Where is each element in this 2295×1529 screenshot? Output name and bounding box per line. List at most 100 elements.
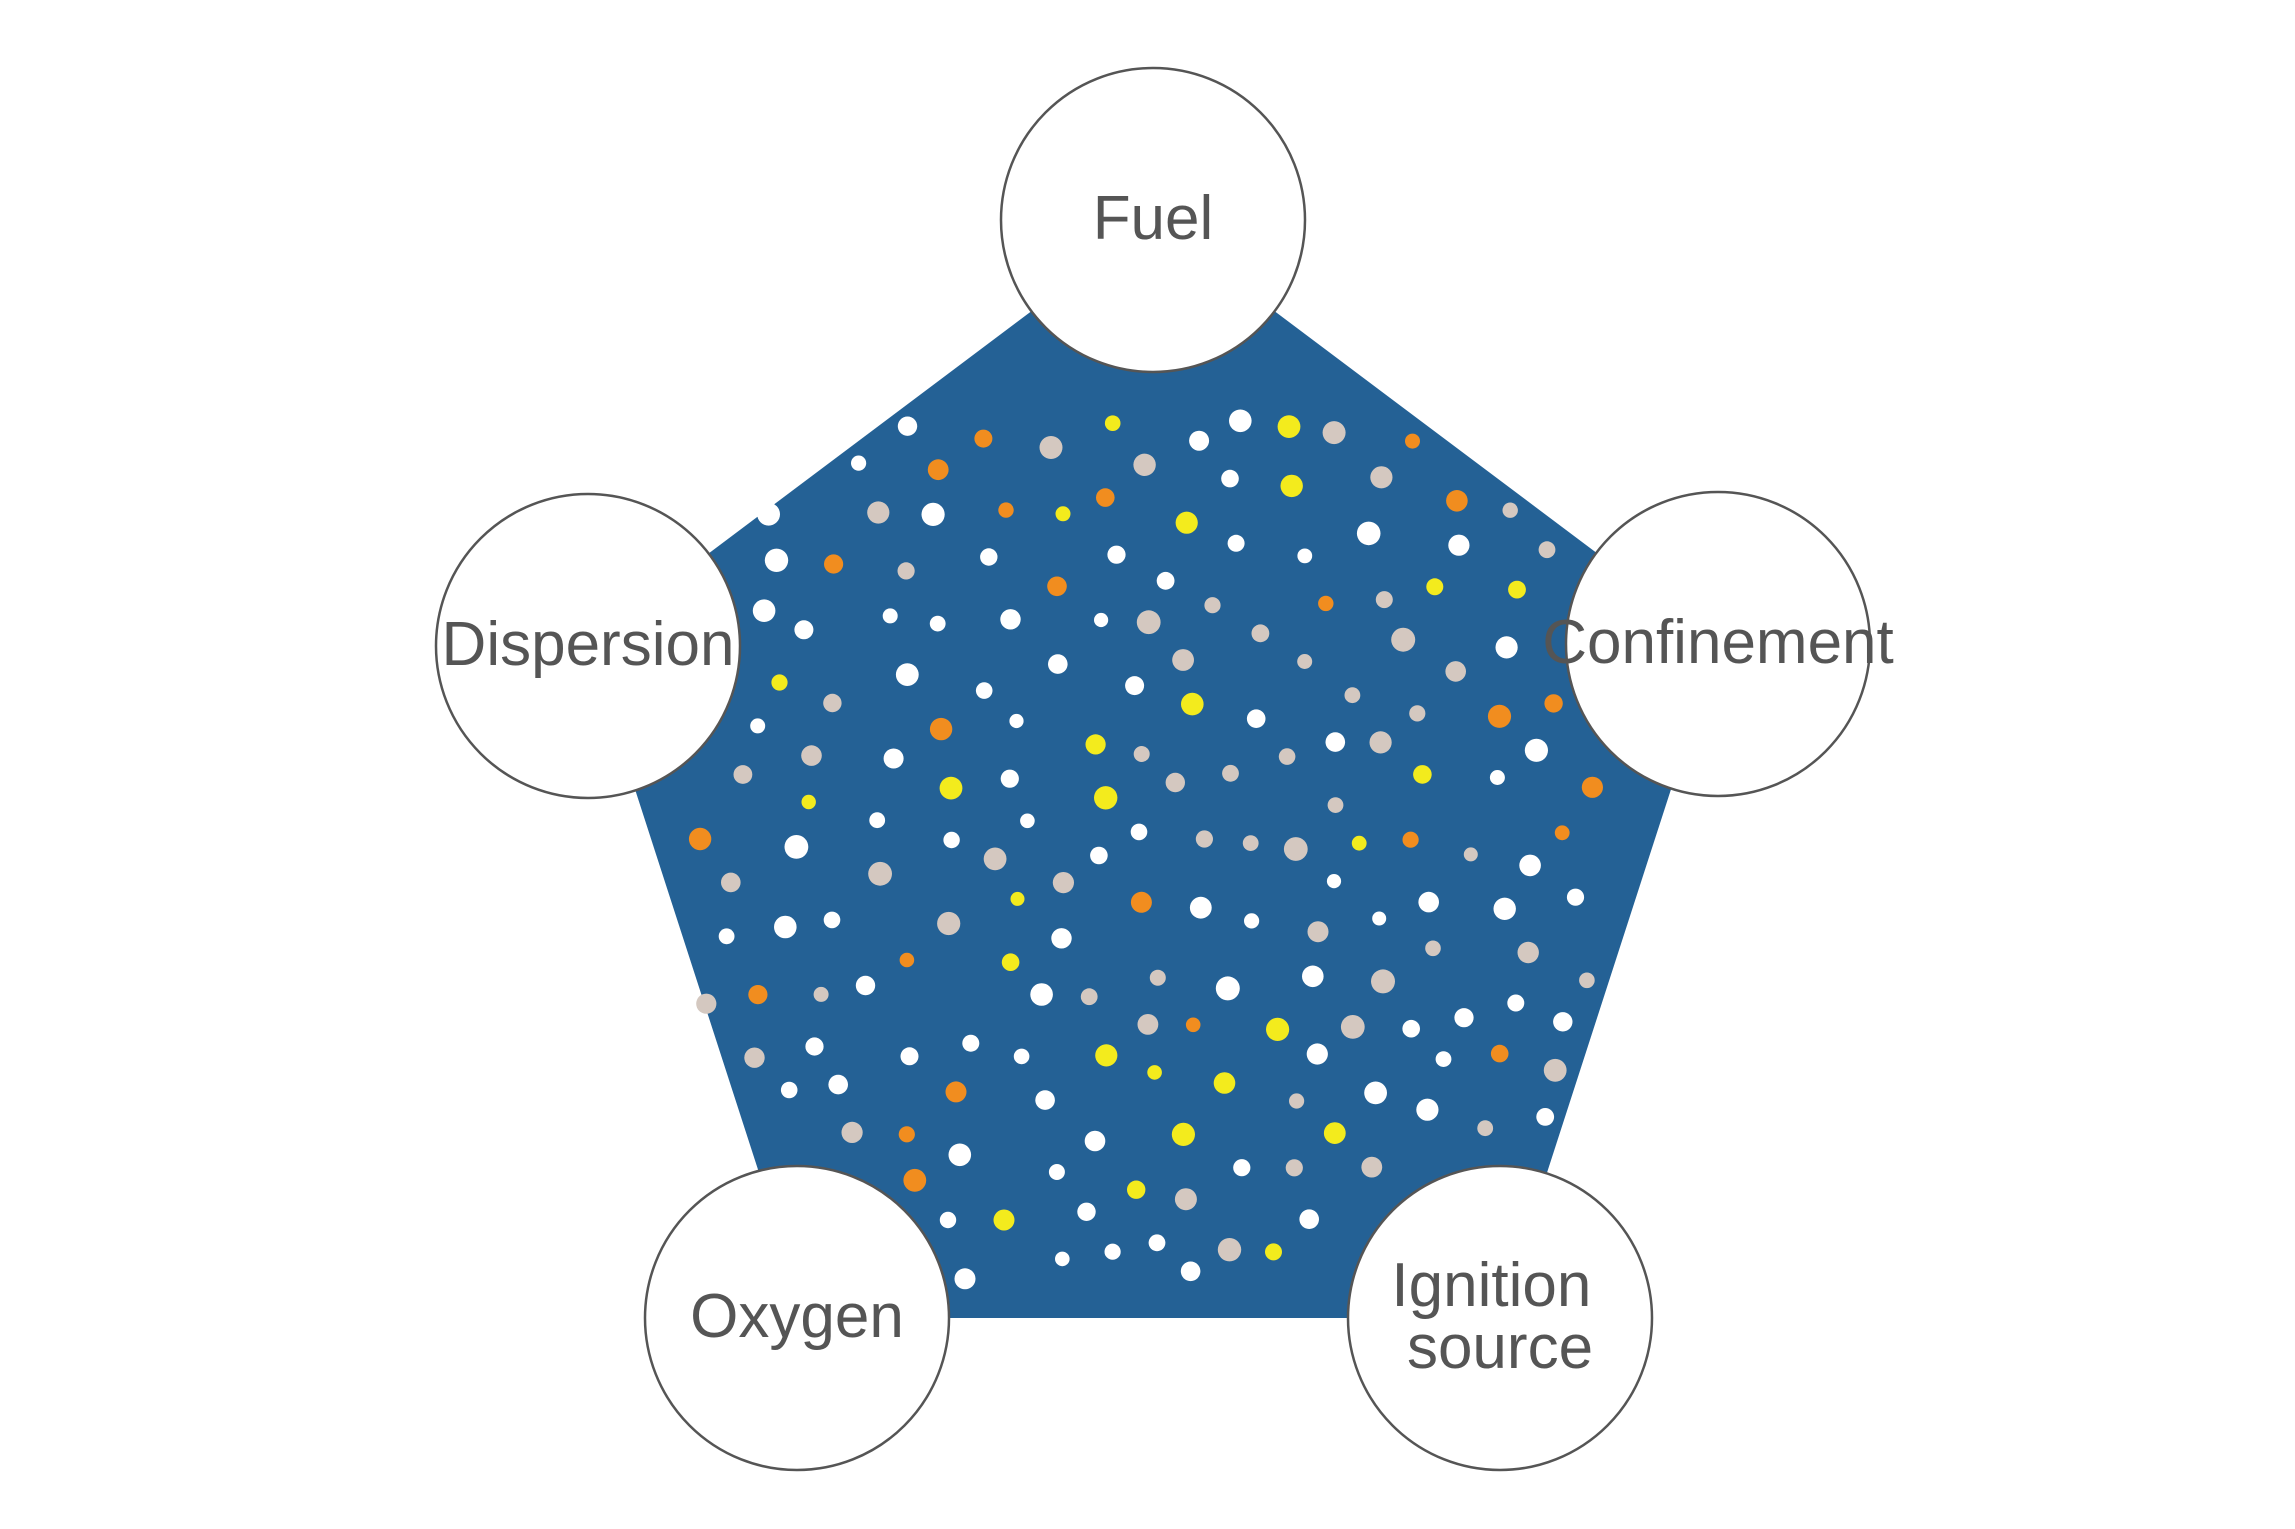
dust-particle [899,952,915,968]
dust-particle [1125,676,1145,696]
dust-particle [794,620,814,640]
dust-particle [1435,1051,1452,1067]
dust-particle [1519,854,1541,877]
dust-particle [1454,1008,1474,1028]
dust-particle [1544,694,1563,713]
dust-particle [757,502,780,526]
dust-particle [1055,506,1071,522]
dust-particle [895,663,919,686]
dust-particle [1175,511,1198,534]
dust-particles [688,409,1603,1290]
dust-particle [1181,692,1204,716]
dust-particle [1001,953,1020,971]
dust-particle [1325,732,1346,752]
dust-particle [1278,748,1296,765]
dust-particle [1136,610,1161,635]
dust-particle [1189,896,1212,919]
dust-particle [764,548,789,572]
dust-particle [1507,994,1525,1012]
dust-particle [805,1037,824,1056]
dust-particle [1229,409,1252,433]
node-fuel: Fuel [999,66,1307,374]
dust-particle [954,1268,976,1290]
node-label-fuel-line-1: Fuel [1093,184,1214,253]
dust-particle [841,1121,863,1143]
dust-particle [927,459,949,481]
dust-particle [1009,713,1024,729]
dust-particle [1195,830,1213,848]
dust-particle [1524,738,1548,762]
dust-particle [1222,764,1239,782]
dust-particle [1361,1156,1383,1178]
dust-particle [1280,474,1303,498]
dust-particle [1215,976,1240,1001]
dust-particle [851,455,867,471]
dust-particle [1344,687,1361,704]
dust-particle [1340,1015,1365,1039]
dust-particle [1096,488,1115,507]
dust-particle [1242,835,1259,851]
dust-particle [1189,430,1210,451]
dust-particle [897,562,915,580]
dust-particle [868,861,892,886]
dust-particle [1149,969,1166,986]
dust-particle [1446,490,1468,512]
dust-particle [752,599,776,622]
dust-particle [1048,654,1068,674]
dust-particle [1077,1202,1096,1222]
dust-particle [801,745,822,766]
dust-particle [1266,1017,1290,1041]
dust-particle [1180,1261,1201,1282]
dust-particle [1147,1065,1162,1080]
dust-particle [823,911,841,929]
dust-particle [1047,576,1067,597]
dust-particle [1553,1012,1573,1032]
dust-particle [998,502,1014,518]
dust-particle [1326,874,1342,889]
dust-particle [939,1211,957,1229]
dust-particle [1508,580,1526,599]
dust-particle [980,548,998,566]
dust-particle [937,911,961,936]
dust-particle [688,827,712,851]
dust-particle [1213,1072,1236,1094]
dust-particle [1327,797,1344,813]
dust-particle [1581,776,1603,798]
dust-particle [943,831,960,849]
dust-particle [1094,786,1118,810]
node-label-oxygen-line-1: Oxygen [690,1282,904,1351]
dust-particle [1536,1108,1555,1126]
dust-particle [1307,921,1329,943]
dust-particle [1283,837,1308,861]
dust-particle [1477,1120,1494,1137]
dust-particle [1174,1188,1197,1211]
dust-particle [1104,1243,1121,1260]
node-label-oxygen: Oxygen [690,1282,904,1351]
dust-particle [1020,813,1035,829]
dust-particle [1370,466,1393,489]
dust-particle [1172,649,1194,671]
dust-particle [974,429,993,448]
dust-particle [1107,545,1126,564]
node-oxygen: Oxygen [643,1164,951,1472]
dust-particle [897,416,918,436]
node-label-dispersion-line-1: Dispersion [442,610,735,679]
dust-particle [1489,770,1505,785]
dust-particle [1493,897,1516,920]
dust-particle [1148,1234,1166,1252]
dust-particle [1080,988,1098,1006]
dust-particle [1265,1243,1282,1261]
dust-particle [1285,1159,1303,1177]
dust-particle [813,986,829,1002]
dust-particle [855,975,876,996]
dust-particle [1094,612,1109,628]
dust-particle [1030,983,1053,1006]
dust-particle [975,682,993,699]
dust-particle [1130,891,1152,913]
node-label-confinement-line-1: Confinement [1542,608,1894,677]
node-label-dispersion: Dispersion [442,610,735,679]
dust-particle [1048,1164,1065,1180]
dust-particle [898,1126,915,1143]
dust-particle [1000,609,1021,630]
